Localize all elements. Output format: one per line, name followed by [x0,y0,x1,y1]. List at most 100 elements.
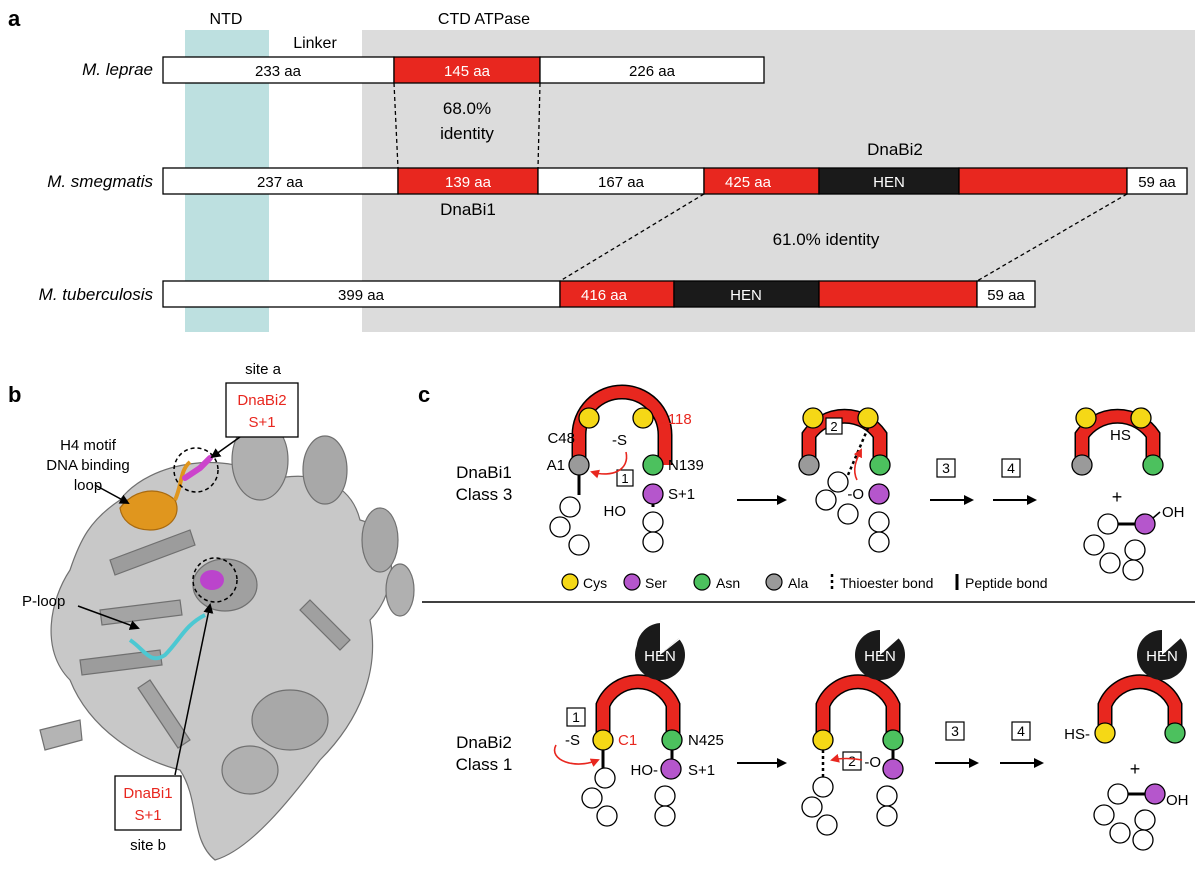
species-tuberculosis: M. tuberculosis [39,285,154,304]
p-loop-arrow [77,605,140,630]
tb-seg-4-label: 59 aa [987,287,1025,304]
hen-label-1: HEN [644,648,676,665]
identity-2: 61.0% identity [773,230,880,249]
class1-line1: DnaBi2 [456,733,512,752]
class1-final: HEN HS- + OH [1064,615,1190,851]
tb-seg-2 [559,280,675,308]
tb-hen-label: HEN [730,287,762,304]
legend-ala-swatch [765,573,783,591]
label-s1-b: S+1 [688,762,715,779]
protein-structure [39,419,415,861]
label-n425: N425 [688,732,724,749]
label-minus-o-a: -O [847,486,864,503]
site-b-label: site b [130,837,166,854]
hen-label-2: HEN [864,648,896,665]
label-a1: A1 [547,457,565,474]
class3-line1: DnaBi1 [456,463,512,482]
smeg-seg-6 [1126,167,1188,195]
h4-line1: H4 motif [60,437,117,454]
panel-a: a NTD CTD ATPase Linker M. leprae 233 aa… [8,6,1195,332]
smeg-seg-5 [958,167,1128,195]
tb-seg-hen [673,280,820,308]
label-s1: S+1 [668,486,695,503]
tb-seg-3 [818,280,978,308]
label-c1: C1 [618,732,637,749]
smeg-seg-4 [703,167,820,195]
step-2-b: 2 [848,753,856,769]
cys-c48 [578,407,600,429]
label-hs-a: HS [1110,427,1131,444]
identity2-line-left [559,193,705,282]
site-b-box-line1: DnaBi1 [123,785,172,802]
label-minus-o-b: -O [864,754,881,771]
legend: Cys Ser Asn Ala Thioester bond Peptide b… [561,573,1048,591]
class1-line2: Class 1 [456,755,513,774]
h4-line2: DNA binding [46,457,129,474]
site-a-circle [173,447,219,493]
plus-a: + [1112,487,1123,507]
legend-peptide: Peptide bond [965,575,1048,591]
label-n139: N139 [668,457,704,474]
smeg-seg-6-label: 59 aa [1138,174,1176,191]
identity-line-left [393,82,399,169]
h4-line3: loop [74,477,102,494]
dnabi2-label: DnaBi2 [867,140,923,159]
leprae-seg-1-label: 233 aa [255,63,302,80]
step-3-a: 3 [942,460,950,476]
site-b-residue [200,570,224,590]
panel-label-b: b [8,382,21,407]
class3-line2: Class 3 [456,485,513,504]
smeg-seg-3-label: 167 aa [598,174,645,191]
site-b-arrow [174,603,214,776]
identity-line-right [537,82,541,169]
label-c118: C118 [657,411,692,428]
cys-c118 [632,407,654,429]
panel-c: c DnaBi1 Class 3 C48 C118 A1 N139 S+1 -S [418,382,1195,851]
legend-ala: Ala [788,575,808,591]
class3-state1: C48 C118 A1 N139 S+1 -S HO 1 [547,384,704,556]
asn-n139 [642,454,664,476]
site-a-box-line1: DnaBi2 [237,392,286,409]
smeg-seg-1-label: 237 aa [257,174,304,191]
tb-seg-1-label: 399 aa [338,287,385,304]
class3-final: HS + OH [1071,407,1185,581]
site-b-circle [192,557,238,603]
step-4-box-a [1001,458,1021,478]
label-minus-s: -S [612,432,627,449]
site-b-box-line2: S+1 [134,807,161,824]
step-3-b: 3 [951,723,959,739]
step-1-a: 1 [621,471,628,486]
step-4-b: 4 [1017,723,1025,739]
species-smegmatis: M. smegmatis [47,172,153,191]
label-oh-a: OH [1162,504,1185,521]
class1-state1: HEN 1 -S C1 N425 S+1 HO- [553,615,724,827]
site-b-box [114,775,182,831]
label-ho: HO [604,503,627,520]
p-loop-strand [128,613,206,661]
identity-1-line1: 68.0% [443,99,491,118]
step-4-box-b [1011,721,1031,741]
legend-cys: Cys [583,575,607,591]
label-oh-b: OH [1166,792,1189,809]
plus-b: + [1130,759,1141,779]
identity2-line-right [976,193,1128,282]
step-3-box-a [936,458,956,478]
label-c48: C48 [547,430,575,447]
ala-a1 [568,454,590,476]
legend-asn: Asn [716,575,740,591]
ser-s1 [642,483,664,505]
smeg-seg-3 [537,167,705,195]
dnabi1-label: DnaBi1 [440,200,496,219]
site-a-residue [182,455,213,481]
step-3-box-b [945,721,965,741]
legend-ser: Ser [645,575,667,591]
step-4-a: 4 [1007,460,1015,476]
identity-1-line2: identity [440,124,494,143]
label-ho-b: HO- [631,762,659,779]
h4-loop [173,460,192,501]
step-1-b: 1 [572,709,580,725]
ctd-header: CTD ATPase [438,11,530,28]
species-leprae: M. leprae [82,60,153,79]
panel-label-c: c [418,382,430,407]
